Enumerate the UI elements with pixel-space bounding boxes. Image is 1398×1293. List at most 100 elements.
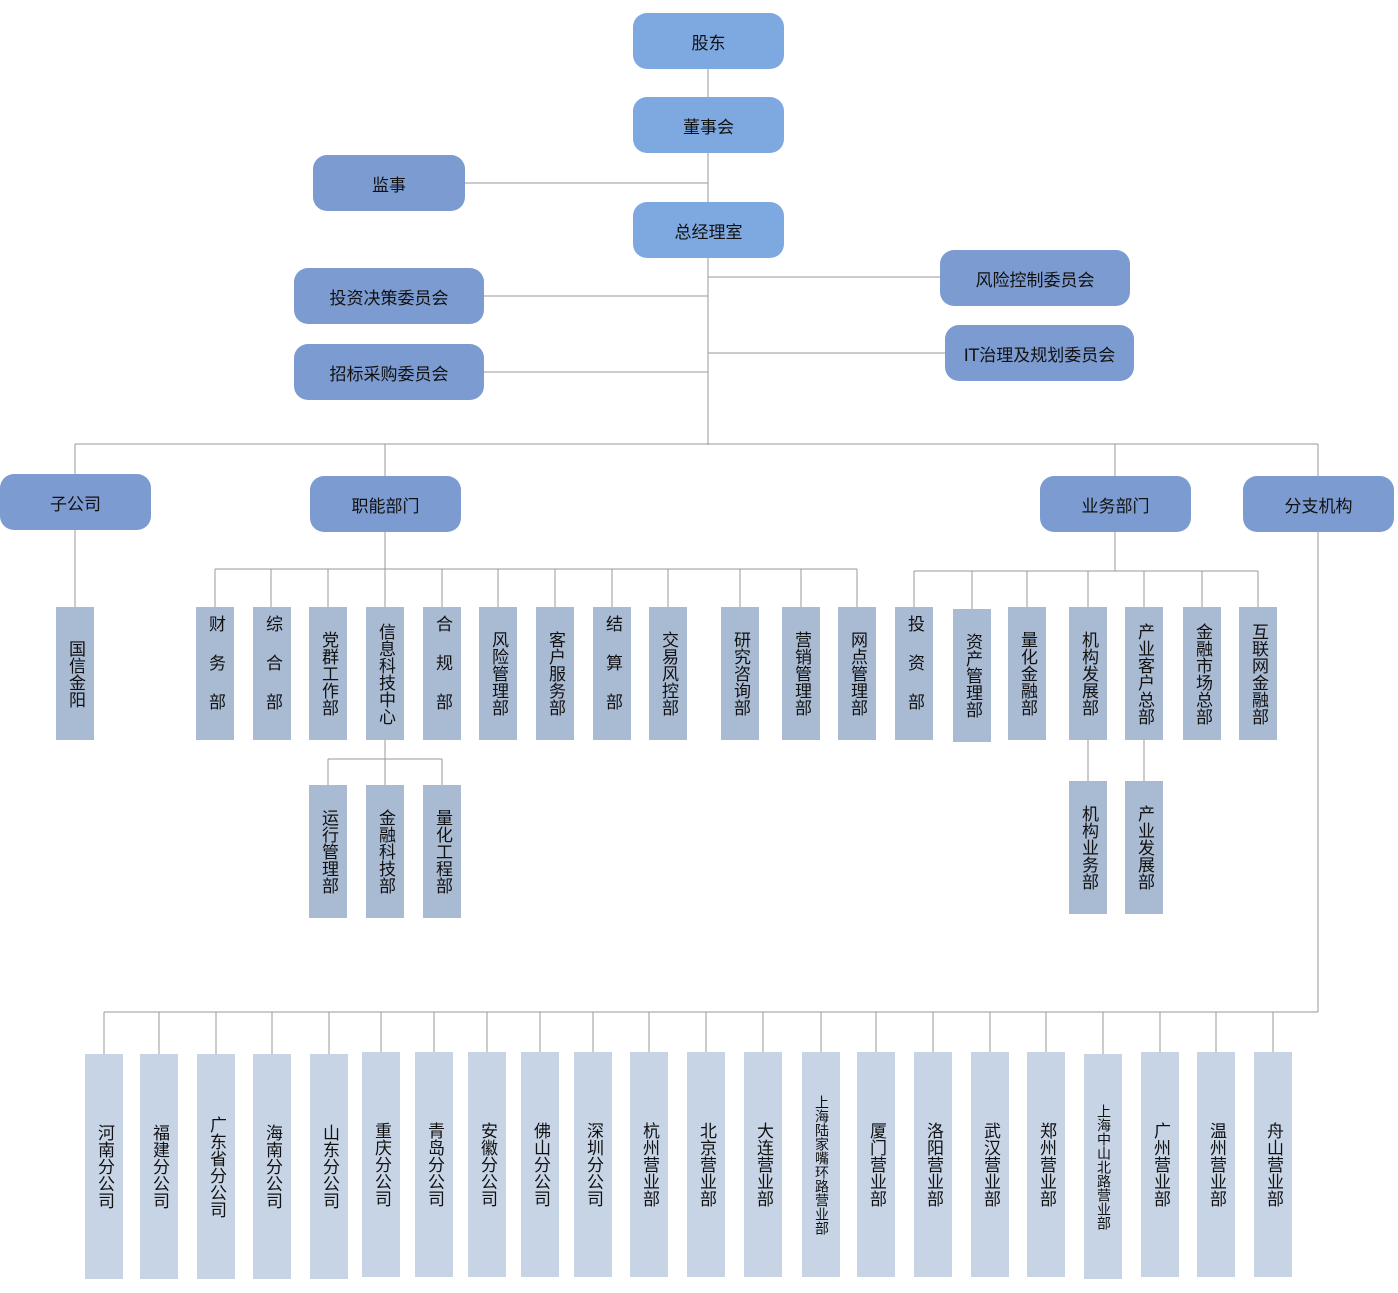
branch-box: 福建分公司 bbox=[140, 1054, 178, 1279]
board-node: 董事会 bbox=[633, 97, 784, 153]
business-dept-label: 产业客户总部 bbox=[1134, 622, 1154, 725]
dept-label: 风险管理部 bbox=[488, 631, 508, 716]
functional-group-node: 职能部门 bbox=[310, 476, 461, 532]
branch-box: 杭州营业部 bbox=[630, 1052, 668, 1277]
branch-box: 深圳分公司 bbox=[574, 1052, 612, 1277]
branch-label: 广东省分公司 bbox=[206, 1115, 226, 1218]
institution-business-box: 机构业务部 bbox=[1069, 781, 1107, 914]
dept-label: 综合部 bbox=[262, 615, 282, 732]
branch-label: 郑州营业部 bbox=[1036, 1122, 1056, 1207]
bid-committee-node: 招标采购委员会 bbox=[294, 344, 484, 400]
branch-box: 上海中山北路营业部 bbox=[1084, 1054, 1122, 1279]
subsidiary-group-label: 子公司 bbox=[50, 494, 101, 515]
branch-label: 舟山营业部 bbox=[1263, 1122, 1283, 1207]
branch-label: 上海中山北路营业部 bbox=[1095, 1103, 1111, 1230]
business-dept-box: 资产管理部 bbox=[953, 609, 991, 742]
shareholders-label: 股东 bbox=[691, 33, 726, 54]
branch-box: 厦门营业部 bbox=[857, 1052, 895, 1277]
business-dept-box: 量化金融部 bbox=[1008, 607, 1046, 740]
branch-label: 重庆分公司 bbox=[371, 1122, 391, 1207]
functional-dept-box: 财务部 bbox=[196, 607, 234, 740]
dept-label: 交易风控部 bbox=[658, 631, 678, 716]
branch-box: 广东省分公司 bbox=[197, 1054, 235, 1279]
it-committee-label: IT治理及规划委员会 bbox=[963, 345, 1116, 366]
branch-box: 北京营业部 bbox=[687, 1052, 725, 1277]
functional-dept-box: 合规部 bbox=[423, 607, 461, 740]
gm-office-node: 总经理室 bbox=[633, 202, 784, 258]
business-group-label: 业务部门 bbox=[1081, 496, 1150, 517]
branch-label: 洛阳营业部 bbox=[923, 1122, 943, 1207]
branch-label: 深圳分公司 bbox=[583, 1122, 603, 1207]
dept-label: 网点管理部 bbox=[847, 631, 867, 716]
risk-committee-label: 风险控制委员会 bbox=[975, 270, 1095, 291]
branch-box: 武汉营业部 bbox=[971, 1052, 1009, 1277]
branch-box: 舟山营业部 bbox=[1254, 1052, 1292, 1277]
it-child-label: 运行管理部 bbox=[318, 809, 338, 894]
functional-group-label: 职能部门 bbox=[351, 496, 420, 517]
branch-box: 佛山分公司 bbox=[521, 1052, 559, 1277]
supervisor-label: 监事 bbox=[372, 175, 406, 196]
branch-label: 北京营业部 bbox=[696, 1122, 716, 1207]
it-child-box: 量化工程部 bbox=[423, 785, 461, 918]
functional-dept-box: 结算部 bbox=[593, 607, 631, 740]
functional-dept-box: 交易风控部 bbox=[649, 607, 687, 740]
dept-label: 客户服务部 bbox=[545, 631, 565, 716]
branch-label: 广州营业部 bbox=[1150, 1122, 1170, 1207]
industry-development-label: 产业发展部 bbox=[1134, 805, 1154, 890]
branch-box: 广州营业部 bbox=[1141, 1052, 1179, 1277]
dept-label: 信息科技中心 bbox=[375, 622, 395, 725]
branch-box: 郑州营业部 bbox=[1027, 1052, 1065, 1277]
business-dept-label: 互联网金融部 bbox=[1248, 622, 1268, 725]
branch-label: 福建分公司 bbox=[149, 1124, 169, 1209]
it-child-box: 金融科技部 bbox=[366, 785, 404, 918]
functional-dept-box: 综合部 bbox=[253, 607, 291, 740]
subsidiary-box: 国信金阳 bbox=[56, 607, 94, 740]
branch-label: 上海陆家嘴环路营业部 bbox=[813, 1094, 829, 1235]
functional-dept-box: 研究咨询部 bbox=[721, 607, 759, 740]
branch-box: 大连营业部 bbox=[744, 1052, 782, 1277]
gm-office-label: 总经理室 bbox=[674, 222, 743, 243]
it-child-label: 量化工程部 bbox=[432, 809, 452, 894]
institution-business-label: 机构业务部 bbox=[1078, 805, 1098, 890]
dept-label: 党群工作部 bbox=[318, 631, 338, 716]
branch-box: 洛阳营业部 bbox=[914, 1052, 952, 1277]
dept-label: 结算部 bbox=[602, 615, 622, 732]
branch-box: 山东分公司 bbox=[310, 1054, 348, 1279]
functional-dept-box: 网点管理部 bbox=[838, 607, 876, 740]
branch-box: 上海陆家嘴环路营业部 bbox=[802, 1052, 840, 1277]
supervisor-node: 监事 bbox=[313, 155, 465, 211]
invest-committee-label: 投资决策委员会 bbox=[329, 288, 449, 309]
branch-label: 青岛分公司 bbox=[424, 1122, 444, 1207]
business-dept-label: 金融市场总部 bbox=[1192, 622, 1212, 725]
functional-dept-box: 党群工作部 bbox=[309, 607, 347, 740]
business-dept-box: 产业客户总部 bbox=[1125, 607, 1163, 740]
branch-box: 海南分公司 bbox=[253, 1054, 291, 1279]
branch-box: 温州营业部 bbox=[1197, 1052, 1235, 1277]
branches-group-label: 分支机构 bbox=[1284, 496, 1353, 517]
dept-label: 营销管理部 bbox=[791, 631, 811, 716]
branch-label: 武汉营业部 bbox=[980, 1122, 1000, 1207]
it-child-box: 运行管理部 bbox=[309, 785, 347, 918]
dept-label: 研究咨询部 bbox=[730, 631, 750, 716]
branch-box: 安徽分公司 bbox=[468, 1052, 506, 1277]
it-committee-node: IT治理及规划委员会 bbox=[945, 325, 1134, 381]
branch-box: 重庆分公司 bbox=[362, 1052, 400, 1277]
branch-label: 温州营业部 bbox=[1206, 1122, 1226, 1207]
invest-committee-node: 投资决策委员会 bbox=[294, 268, 484, 324]
business-dept-label: 机构发展部 bbox=[1078, 631, 1098, 716]
branch-label: 山东分公司 bbox=[319, 1124, 339, 1209]
functional-dept-box: 营销管理部 bbox=[782, 607, 820, 740]
business-dept-label: 投资部 bbox=[904, 615, 924, 732]
subsidiary-group-node: 子公司 bbox=[0, 474, 151, 530]
business-group-node: 业务部门 bbox=[1040, 476, 1191, 532]
branch-label: 海南分公司 bbox=[262, 1124, 282, 1209]
functional-dept-box: 客户服务部 bbox=[536, 607, 574, 740]
functional-dept-box: 信息科技中心 bbox=[366, 607, 404, 740]
subsidiary-label: 国信金阳 bbox=[65, 639, 85, 708]
branch-label: 大连营业部 bbox=[753, 1122, 773, 1207]
business-dept-box: 机构发展部 bbox=[1069, 607, 1107, 740]
branch-label: 佛山分公司 bbox=[530, 1122, 550, 1207]
branch-label: 厦门营业部 bbox=[866, 1122, 886, 1207]
industry-development-box: 产业发展部 bbox=[1125, 781, 1163, 914]
